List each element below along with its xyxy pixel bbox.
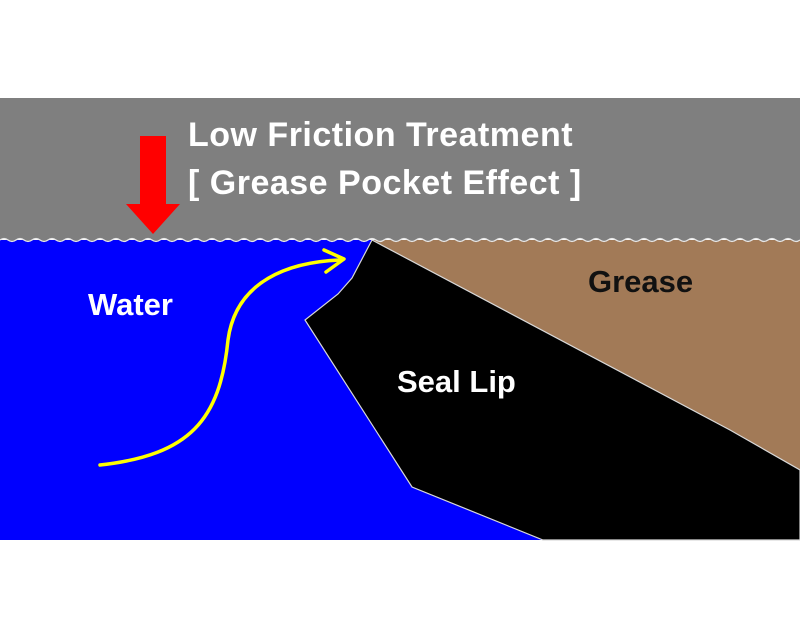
grease-label: Grease [588,264,694,299]
seal-lip-label: Seal Lip [397,364,516,399]
yellow-arrowhead [322,248,346,274]
yellow-curved-arrow-icon [98,258,342,467]
grease-region [372,240,800,470]
surface-wavy-edge [0,237,800,243]
water-region [0,240,543,540]
title-line-1: Low Friction Treatment [188,116,574,154]
treated-surface [0,98,800,242]
water-label: Water [88,287,173,322]
seal-lip-region [304,239,800,541]
red-down-arrow-icon [126,136,180,234]
title-line-2: [ Grease Pocket Effect ] [188,164,582,202]
